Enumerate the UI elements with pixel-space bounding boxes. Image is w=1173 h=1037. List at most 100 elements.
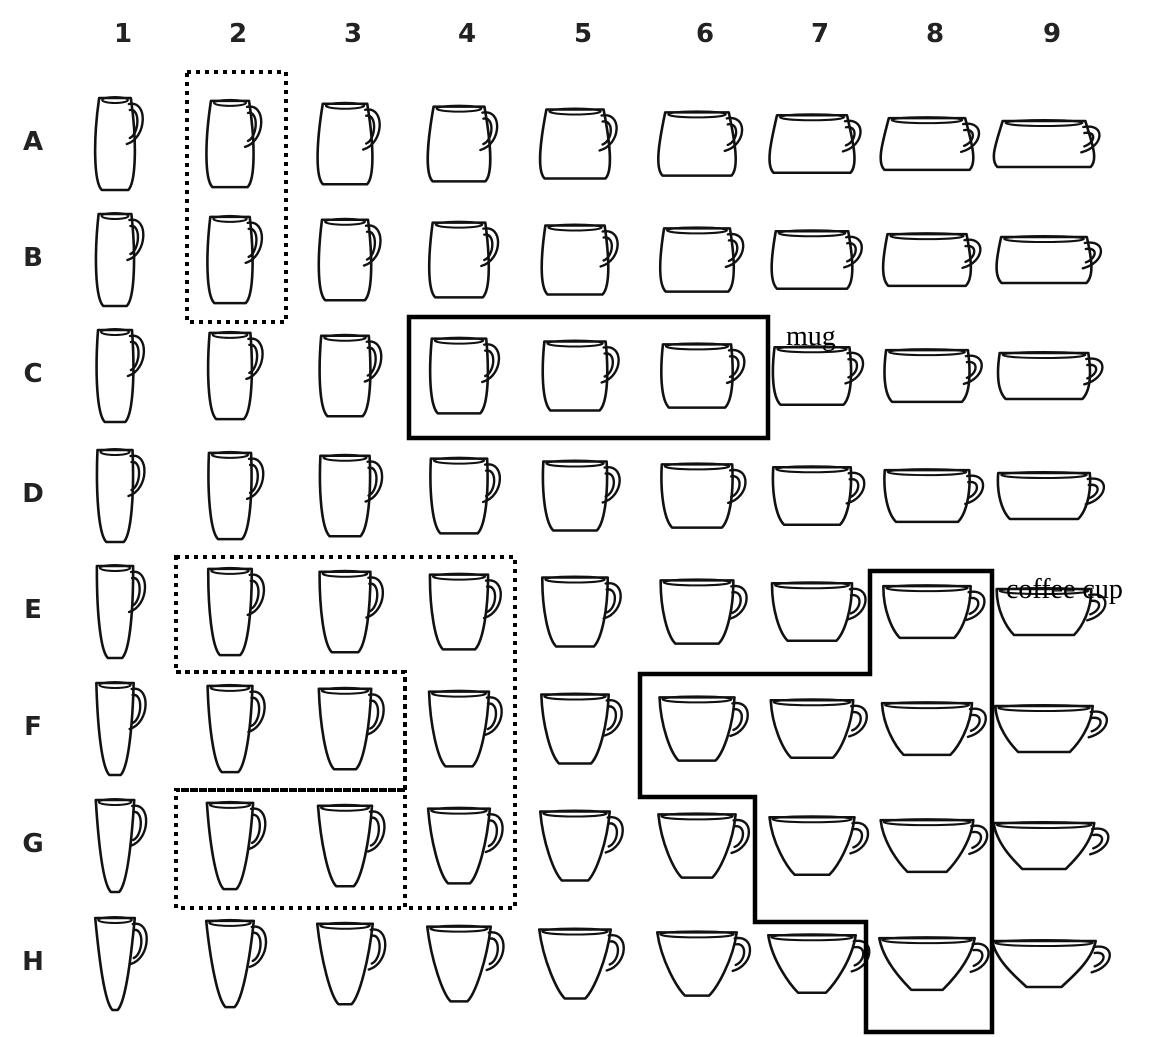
cup-E8	[883, 585, 984, 638]
cup-D1	[97, 449, 144, 542]
cup-body	[995, 706, 1092, 752]
cup-D2	[208, 452, 263, 539]
cup-body	[208, 686, 253, 772]
region-boxes	[176, 72, 992, 1032]
cup-body	[319, 220, 371, 301]
column-label: 9	[1043, 19, 1061, 49]
cup-body	[998, 473, 1090, 519]
cup-A2	[206, 100, 261, 187]
cup-H1	[95, 917, 147, 1010]
cup-handle-inner	[735, 826, 743, 847]
row-label: E	[24, 595, 42, 625]
cup-F2	[208, 685, 265, 772]
column-label: 4	[458, 19, 476, 49]
cup-body	[427, 927, 491, 1002]
cup-handle-inner	[608, 706, 616, 729]
cup-B3	[319, 219, 381, 301]
cup-body	[883, 586, 970, 638]
cup-body	[206, 921, 254, 1007]
cup-handle-inner	[853, 829, 862, 847]
cup-body	[428, 809, 490, 884]
cup-body	[769, 115, 854, 173]
cup-A3	[318, 103, 380, 185]
cup-A8	[881, 117, 979, 170]
cup-C5	[543, 341, 619, 411]
cup-G3	[318, 805, 384, 887]
cup-B4	[429, 222, 498, 298]
cup-F7	[771, 699, 867, 758]
cup-body	[994, 121, 1094, 167]
cup-body	[771, 700, 853, 758]
cup-C9	[998, 352, 1102, 399]
cup-E3	[320, 571, 383, 653]
cup-handle-inner	[252, 815, 260, 843]
column-label: 5	[574, 19, 592, 49]
cup-body	[540, 110, 610, 179]
cup-body	[96, 800, 134, 892]
row-label: G	[22, 829, 43, 859]
cup-handle-inner	[855, 947, 864, 965]
cup-handle-inner	[736, 944, 744, 965]
cup-handle-inner	[1092, 718, 1101, 732]
cup-body	[320, 456, 370, 537]
cup-F3	[319, 688, 384, 770]
cup-body	[208, 453, 251, 539]
cup-body	[320, 336, 371, 417]
cup-handle-inner	[1095, 953, 1104, 967]
cup-H5	[539, 929, 624, 999]
cup-B5	[542, 225, 618, 295]
cup-D6	[661, 463, 745, 527]
coffee-cup-label: coffee cup	[1006, 574, 1123, 605]
row-label: H	[22, 947, 44, 977]
cup-body	[661, 580, 734, 643]
cup-handle-inner	[971, 715, 980, 731]
cup-F5	[541, 694, 621, 764]
cup-body	[772, 583, 852, 641]
cup-body	[207, 217, 252, 303]
cup-H9	[992, 940, 1109, 987]
cup-body	[318, 806, 372, 887]
column-label: 7	[811, 19, 829, 49]
cup-G7	[770, 816, 868, 875]
cup-A6	[658, 111, 742, 175]
cup-F4	[429, 691, 502, 767]
column-labels: 123456789	[114, 19, 1061, 49]
cup-body	[542, 578, 607, 647]
cup-C4	[430, 338, 499, 414]
mug-label: mug	[786, 321, 836, 352]
cup-handle-inner	[972, 832, 981, 848]
cup-body	[97, 566, 133, 658]
cup-body	[543, 342, 608, 411]
cup-body	[881, 820, 974, 872]
cup-D3	[320, 455, 382, 537]
cup-H4	[427, 926, 503, 1002]
row-label: D	[22, 479, 44, 509]
cup-H8	[879, 937, 988, 990]
cup-D7	[773, 466, 864, 525]
cup-body	[95, 918, 135, 1010]
cup-H6	[657, 931, 750, 995]
cup-body	[539, 930, 611, 999]
cup-body	[879, 938, 974, 990]
cup-handle-inner	[610, 941, 618, 964]
cup-D9	[998, 472, 1104, 519]
cup-G8	[881, 819, 988, 872]
cup-C7	[773, 346, 863, 405]
cup-body	[994, 823, 1094, 869]
cup-body	[543, 462, 607, 531]
cup-body	[430, 459, 487, 534]
cup-E6	[661, 579, 747, 643]
cup-body	[206, 101, 253, 187]
cup-A7	[769, 114, 860, 173]
cup-handle-inner	[1093, 835, 1102, 849]
column-label: 2	[229, 19, 247, 49]
cup-D8	[884, 469, 983, 522]
cup-body	[773, 347, 851, 405]
cup-handle-inner	[490, 939, 498, 965]
cup-F9	[995, 705, 1107, 752]
cup-F1	[96, 682, 145, 775]
cup-F6	[660, 696, 748, 760]
cup-body	[318, 104, 373, 185]
